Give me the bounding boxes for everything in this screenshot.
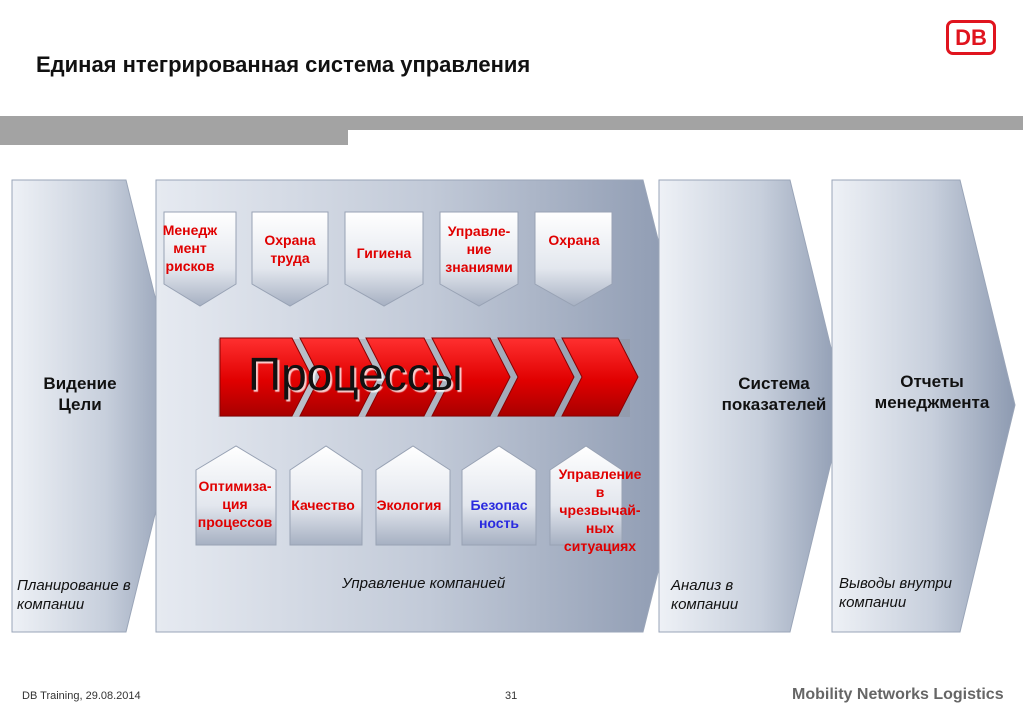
stage-reports-arrow: [831, 179, 1016, 633]
stage-management-note: Управление компанией: [342, 575, 506, 592]
footer-page-number: 31: [505, 690, 518, 702]
bottom-chevron: [195, 445, 277, 546]
header-divider-bar: [0, 116, 1023, 130]
page-title: Единая нтегрированная система управления: [36, 52, 531, 77]
bottom-chevron: [549, 445, 623, 546]
processes-label: Процессы: [248, 348, 463, 400]
top-item-label: Охрана труда: [264, 232, 316, 266]
bottom-process-chevrons: [195, 445, 623, 546]
stage-reports-note: Выводы внутри компании: [839, 575, 952, 611]
footer-brand: Mobility Networks Logistics: [792, 686, 1004, 703]
footer-date: DB Training, 29.08.2014: [22, 690, 141, 702]
stage-indicators-note: Анализ в компании: [671, 577, 739, 613]
top-chevron: [344, 211, 424, 307]
top-chevron: [439, 211, 519, 307]
stage-indicators-label: Система показателей: [721, 374, 827, 414]
header-divider-bar-lower: [0, 130, 348, 145]
processes-arrow: [218, 337, 639, 417]
bottom-chevron: [375, 445, 451, 546]
stage-vision-note: Планирование в компании: [17, 577, 131, 613]
bottom-item-label: Управление в чрезвычай- ных ситуациях: [558, 466, 642, 554]
bottom-chevron: [289, 445, 363, 546]
top-chevron: [163, 211, 237, 307]
db-logo: DB: [946, 20, 996, 55]
top-chevron: [534, 211, 613, 307]
top-item-label: Гигиена: [356, 245, 412, 261]
top-process-chevrons: [163, 211, 613, 307]
bottom-item-label: Качество: [291, 497, 355, 513]
top-chevron: [251, 211, 329, 307]
bottom-item-label: Безопас ность: [470, 497, 528, 531]
top-item-label: Управле- ние знаниями: [445, 223, 513, 275]
top-item-label: Охрана: [548, 232, 600, 248]
stage-indicators-arrow: [658, 179, 846, 633]
bottom-item-label: Экология: [376, 497, 442, 513]
top-item-label: Менедж мент рисков: [162, 222, 218, 274]
bottom-item-label: Оптимиза- ция процессов: [197, 478, 273, 530]
stage-reports-label: Отчеты менеджмента: [874, 372, 990, 412]
stage-vision-label: Видение Цели: [43, 374, 117, 414]
bottom-chevron: [461, 445, 537, 546]
stage-vision-arrow: [11, 179, 183, 633]
